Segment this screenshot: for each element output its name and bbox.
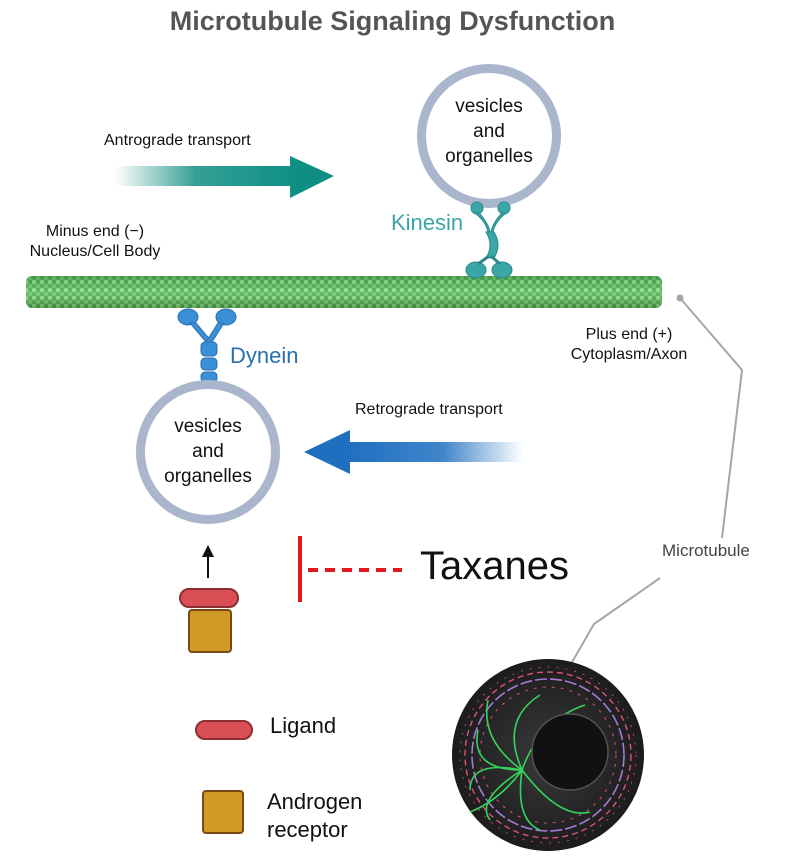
minus-end-label: Minus end (−) Nucleus/Cell Body [0, 223, 190, 261]
signal-up-arrow [202, 545, 214, 578]
vesicle-bottom-line2: and [192, 441, 224, 462]
ligand-receptor-complex [179, 588, 239, 653]
vesicle-top-line1: vesicles [455, 96, 523, 117]
vesicle-bottom-line1: vesicles [174, 416, 242, 437]
kinesin-motor [465, 201, 513, 279]
legend-ligand-swatch [195, 720, 253, 740]
vesicle-top [417, 64, 561, 208]
minus-end-line2: Nucleus/Cell Body [29, 243, 161, 260]
kinesin-label: Kinesin [391, 210, 464, 235]
microtubule-label: Microtubule [662, 541, 750, 560]
plus-end-line1: Plus end (+) [585, 326, 673, 343]
vesicle-top-text: vesicles and organelles [429, 94, 549, 169]
vesicle-top-line2: and [473, 121, 505, 142]
retrograde-arrow [304, 430, 523, 474]
retrograde-label: Retrograde transport [355, 401, 503, 418]
antrograde-arrow [115, 156, 334, 198]
dynein-label: Dynein [230, 343, 299, 368]
taxanes-inhibition [298, 536, 402, 602]
legend-receptor-line1: Androgen [267, 789, 363, 814]
legend-receptor-swatch [202, 790, 244, 834]
legend-ligand-label: Ligand [270, 713, 337, 738]
cell-cross-section [452, 659, 644, 851]
antrograde-label: Antrograde transport [104, 132, 251, 149]
taxanes-label: Taxanes [420, 544, 569, 588]
microtubule-filament [26, 276, 662, 308]
dynein-motor [177, 308, 237, 383]
plus-end-label: Plus end (+) Cytoplasm/Axon [534, 326, 724, 364]
vesicle-bottom-text: vesicles and organelles [148, 414, 268, 489]
vesicle-bottom-line3: organelles [164, 466, 252, 487]
plus-end-line2: Cytoplasm/Axon [570, 346, 688, 363]
vesicle-bottom [136, 380, 280, 524]
vesicle-top-line3: organelles [445, 146, 533, 167]
page-title: Microtubule Signaling Dysfunction [169, 6, 616, 36]
legend-receptor-line2: receptor [267, 817, 348, 842]
minus-end-line1: Minus end (−) [45, 223, 145, 240]
legend-receptor-label: Androgen receptor [267, 788, 362, 844]
